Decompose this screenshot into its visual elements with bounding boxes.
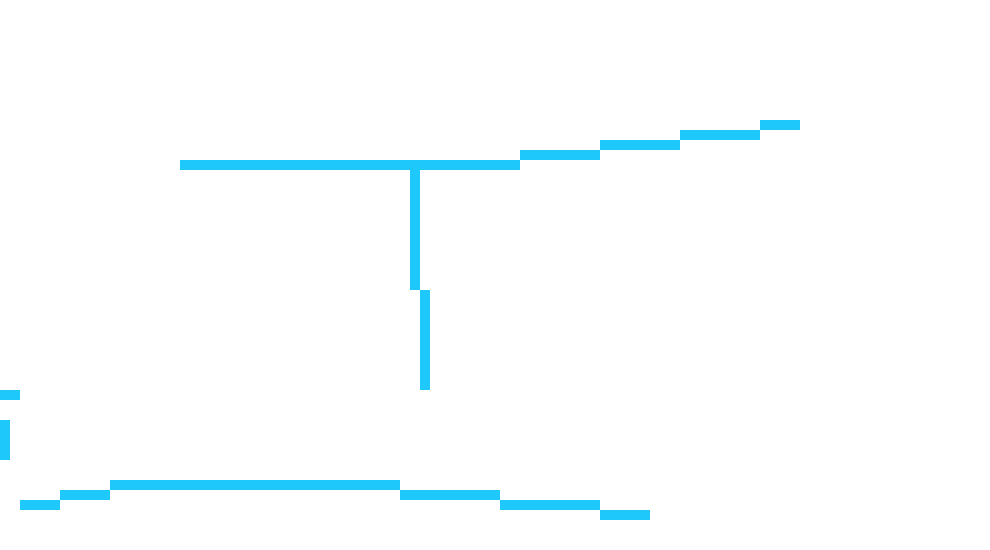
lower-step-1	[20, 500, 60, 510]
lower-beam	[110, 480, 400, 490]
stem-lower	[420, 290, 430, 390]
upper-step-1	[520, 150, 600, 160]
lower-step-5	[600, 510, 650, 520]
left-edge-ledge	[0, 390, 20, 400]
lower-step-3	[400, 490, 500, 500]
stem-upper	[410, 170, 420, 290]
upper-step-4	[760, 120, 800, 130]
upper-beam	[180, 160, 520, 170]
upper-step-3	[680, 130, 760, 140]
left-edge-post	[0, 420, 10, 460]
lower-step-4	[500, 500, 600, 510]
lower-step-2	[60, 490, 110, 500]
upper-step-2	[600, 140, 680, 150]
